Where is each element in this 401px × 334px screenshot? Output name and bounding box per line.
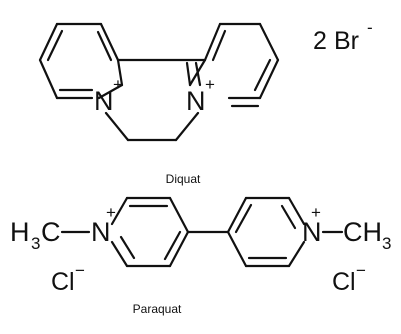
diquat-left-nitrogen: N	[94, 86, 114, 116]
bond	[97, 83, 124, 100]
bond	[287, 196, 306, 226]
bond	[104, 111, 130, 142]
diquat-structure: N + N + 2 Br - Diquat	[38, 18, 373, 186]
bond	[110, 196, 129, 226]
bond-double-inner	[46, 29, 64, 62]
diquat-left-plus: +	[113, 75, 123, 94]
diquat-right-ring	[116, 22, 280, 108]
diquat-ethylene-bridge	[104, 111, 200, 142]
bond-double-inner	[253, 58, 272, 92]
bond-double-inner	[96, 30, 113, 62]
bond	[258, 58, 280, 100]
paraquat-left-nitrogen: N	[91, 217, 111, 247]
paraquat-right-counterion-charge: −	[356, 261, 366, 280]
paraquat-left-counterion: Cl	[51, 268, 75, 296]
bond	[203, 22, 222, 62]
diquat-counterion-charge: -	[367, 18, 373, 37]
bond	[110, 240, 129, 268]
bond-double-inner	[194, 61, 202, 87]
paraquat-right-counterion: Cl	[332, 268, 356, 296]
bond	[38, 22, 59, 62]
bond-double-inner	[119, 235, 136, 260]
bond-double-inner	[163, 230, 182, 261]
bond	[185, 61, 192, 87]
bond	[116, 58, 124, 87]
paraquat-right-nitrogen: N	[302, 217, 322, 247]
paraquat-right-ring	[226, 196, 306, 268]
paraquat-structure: H 3 C N +	[10, 196, 391, 316]
paraquat-left-plus: +	[106, 203, 116, 222]
bond	[168, 196, 190, 234]
paraquat-left-methyl-c: C	[41, 217, 61, 247]
paraquat-left-methyl-h: H	[10, 217, 30, 247]
bond	[226, 196, 248, 234]
paraquat-right-methyl-ch: CH	[343, 217, 382, 247]
bond-double-inner	[280, 204, 297, 230]
paraquat-left-methyl-subscript: 3	[31, 234, 40, 253]
bond-double-inner	[234, 203, 253, 234]
bond	[287, 240, 306, 268]
paraquat-right-methyl-subscript: 3	[382, 234, 391, 253]
paraquat-left-counterion-charge: −	[75, 261, 85, 280]
diquat-left-ring	[38, 22, 124, 100]
bond	[99, 22, 120, 62]
bond	[226, 230, 248, 268]
paraquat-right-plus: +	[311, 203, 321, 222]
bond	[174, 111, 200, 142]
bond	[168, 230, 190, 268]
paraquat-left-ring	[110, 196, 190, 268]
diquat-counterion-count: 2	[313, 27, 327, 55]
bond	[258, 22, 280, 62]
diquat-right-nitrogen: N	[186, 86, 206, 116]
diquat-caption: Diquat	[166, 172, 201, 186]
paraquat-caption: Paraquat	[133, 302, 182, 316]
diquat-right-plus: +	[205, 75, 215, 94]
bond	[38, 58, 59, 100]
bond-double-inner	[211, 29, 227, 62]
diquat-counterion: Br	[334, 27, 359, 55]
